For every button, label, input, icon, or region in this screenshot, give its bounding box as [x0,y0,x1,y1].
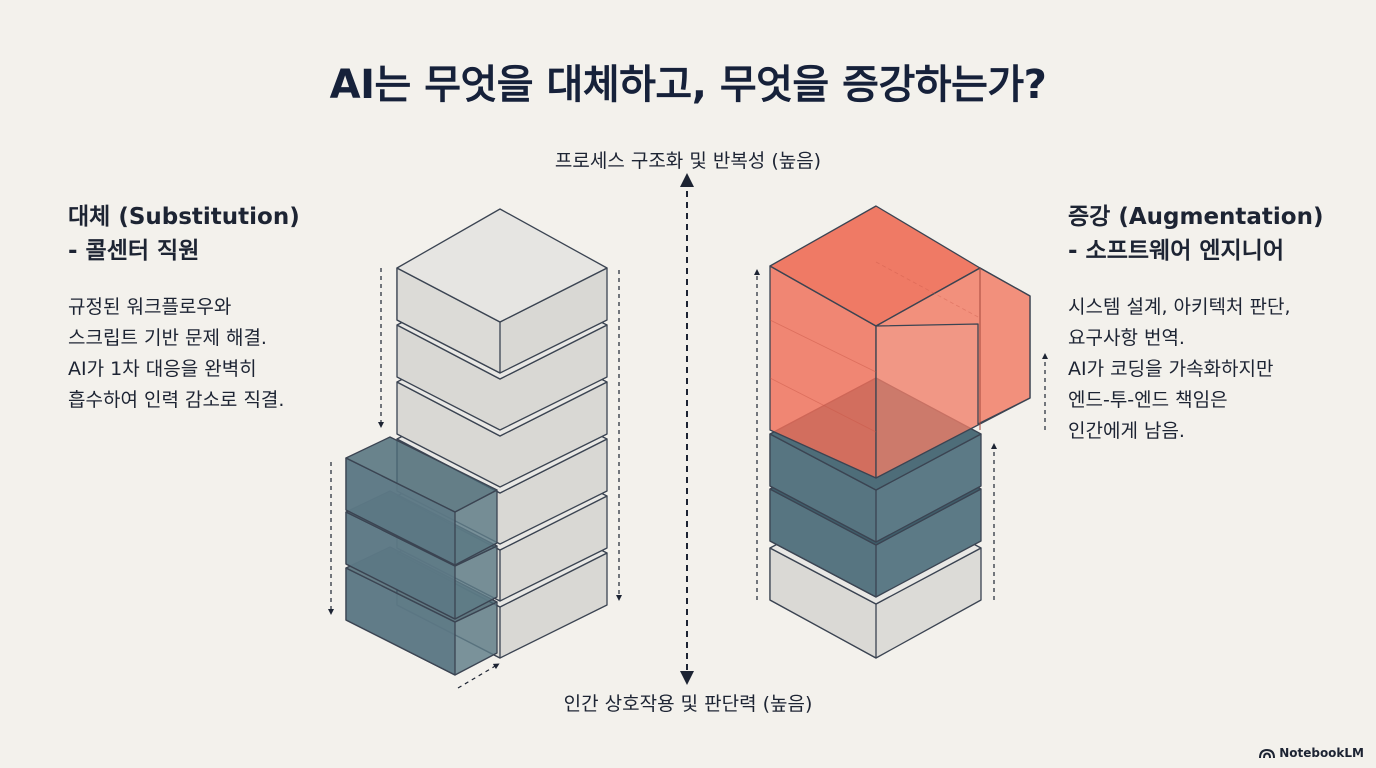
augmentation-line-2: 요구사항 번역. [1068,327,1185,349]
watermark-text: NotebookLM [1279,746,1364,760]
augmentation-line-5: 인간에게 남음. [1068,420,1185,442]
augmentation-line-3: AI가 코딩을 가속화하지만 [1068,358,1274,380]
augmentation-heading: 증강 (Augmentation) - 소프트웨어 엔지니어 [1068,200,1324,268]
left-teal-block-1 [345,436,498,566]
substitution-line-1: 규정된 워크플로우와 [68,296,232,318]
notebooklm-logo-icon [1259,748,1276,759]
left-stack [345,208,608,676]
substitution-title: 대체 (Substitution) [68,204,300,230]
notebooklm-watermark: NotebookLM [1259,746,1364,760]
axis-bottom-label: 인간 상호작용 및 판단력 (높음) [563,693,813,715]
axis-top-label: 프로세스 구조화 및 반복성 (높음) [554,150,822,172]
substitution-heading: 대체 (Substitution) - 콜센터 직원 [68,200,300,268]
augmentation-subtitle: - 소프트웨어 엔지니어 [1068,238,1285,264]
substitution-line-2: 스크립트 기반 문제 해결. [68,327,267,349]
substitution-line-3: AI가 1차 대응을 완벽히 [68,358,257,380]
augmentation-line-1: 시스템 설계, 아키텍처 판단, [1068,296,1291,318]
augmentation-line-4: 엔드-투-엔드 책임은 [1068,389,1228,411]
substitution-subtitle: - 콜센터 직원 [68,238,200,264]
right-coral-block [769,205,1031,479]
augmentation-title: 증강 (Augmentation) [1068,204,1324,230]
substitution-line-4: 흡수하여 인력 감소로 직결. [68,389,285,411]
left-light-block-1 [396,208,608,374]
augmentation-description: 시스템 설계, 아키텍처 판단, 요구사항 번역. AI가 코딩을 가속화하지만… [1068,292,1290,447]
right-stack [769,205,1031,659]
page-title: AI는 무엇을 대체하고, 무엇을 증강하는가? [329,62,1047,108]
substitution-description: 규정된 워크플로우와 스크립트 기반 문제 해결. AI가 1차 대응을 완벽히… [68,292,284,416]
